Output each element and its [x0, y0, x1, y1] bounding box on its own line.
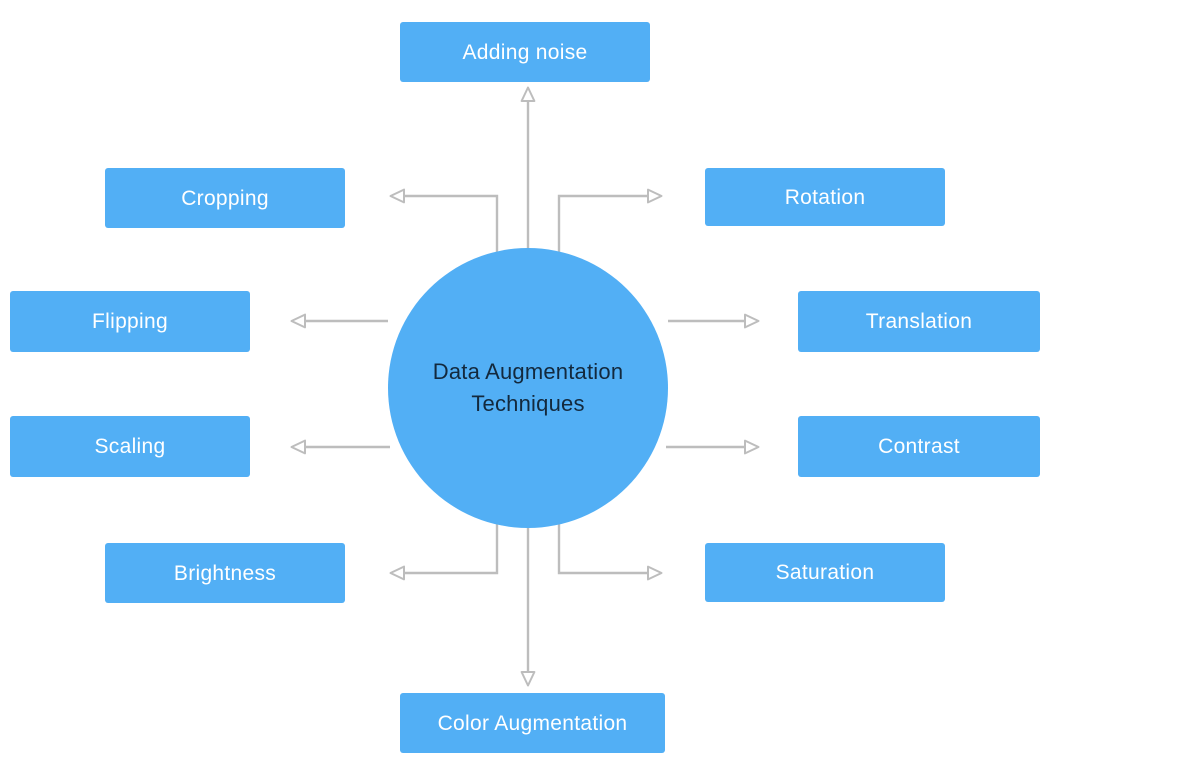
node-label-translation: Translation: [865, 310, 973, 333]
connector-rotation: [557, 188, 663, 259]
node-label-adding-noise: Adding noise: [462, 40, 588, 64]
node-contrast[interactable]: Contrast: [798, 416, 1040, 477]
hub-label-line-2: Techniques: [471, 391, 585, 416]
connector-cropping: [389, 188, 499, 259]
connector-brightness: [389, 518, 499, 581]
hub-label-line-1: Data Augmentation: [432, 359, 624, 385]
node-label-saturation: Saturation: [775, 561, 875, 584]
node-label-color-augmentation: Color Augmentation: [437, 711, 628, 735]
node-rotation[interactable]: Rotation: [705, 168, 945, 226]
node-flipping[interactable]: Flipping: [10, 291, 250, 352]
hub-label: Data Augmentation Techniques: [433, 356, 624, 420]
node-label-flipping: Flipping: [92, 310, 168, 333]
node-label-cropping: Cropping: [181, 186, 269, 210]
node-saturation[interactable]: Saturation: [705, 543, 945, 602]
node-brightness[interactable]: Brightness: [105, 543, 345, 603]
node-label-contrast: Contrast: [878, 435, 960, 458]
node-color-augmentation[interactable]: Color Augmentation: [400, 693, 665, 753]
node-label-brightness: Brightness: [173, 561, 277, 585]
node-adding-noise[interactable]: Adding noise: [400, 22, 650, 82]
node-translation[interactable]: Translation: [798, 291, 1040, 352]
connector-saturation: [557, 518, 663, 581]
node-label-rotation: Rotation: [784, 185, 866, 209]
node-scaling[interactable]: Scaling: [10, 416, 250, 477]
node-cropping[interactable]: Cropping: [105, 168, 345, 228]
node-label-scaling: Scaling: [94, 435, 166, 458]
hub-node-data-augmentation-techniques[interactable]: Data Augmentation Techniques: [388, 248, 668, 528]
